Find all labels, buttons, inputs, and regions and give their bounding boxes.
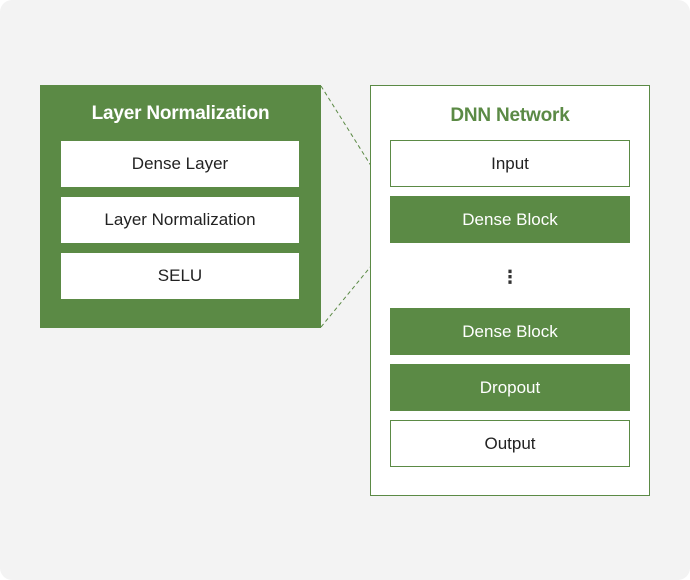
network-item-dropout: Dropout <box>390 364 630 411</box>
network-ellipsis: ⋮ <box>501 266 519 287</box>
layer-normalization-panel: Layer Normalization Dense Layer Layer No… <box>40 85 321 328</box>
network-item-output: Output <box>390 420 630 467</box>
detail-item-layer-normalization: Layer Normalization <box>61 197 299 243</box>
network-item-input: Input <box>390 140 630 187</box>
dnn-network-panel: DNN Network Input Dense Block ⋮ Dense Bl… <box>370 85 650 496</box>
dnn-network-title: DNN Network <box>450 105 570 126</box>
network-item-dense-block-2: Dense Block <box>390 308 630 355</box>
network-item-dense-block-1: Dense Block <box>390 196 630 243</box>
detail-item-dense-layer: Dense Layer <box>61 141 299 187</box>
layer-normalization-title: Layer Normalization <box>91 103 270 124</box>
detail-item-selu: SELU <box>61 253 299 299</box>
